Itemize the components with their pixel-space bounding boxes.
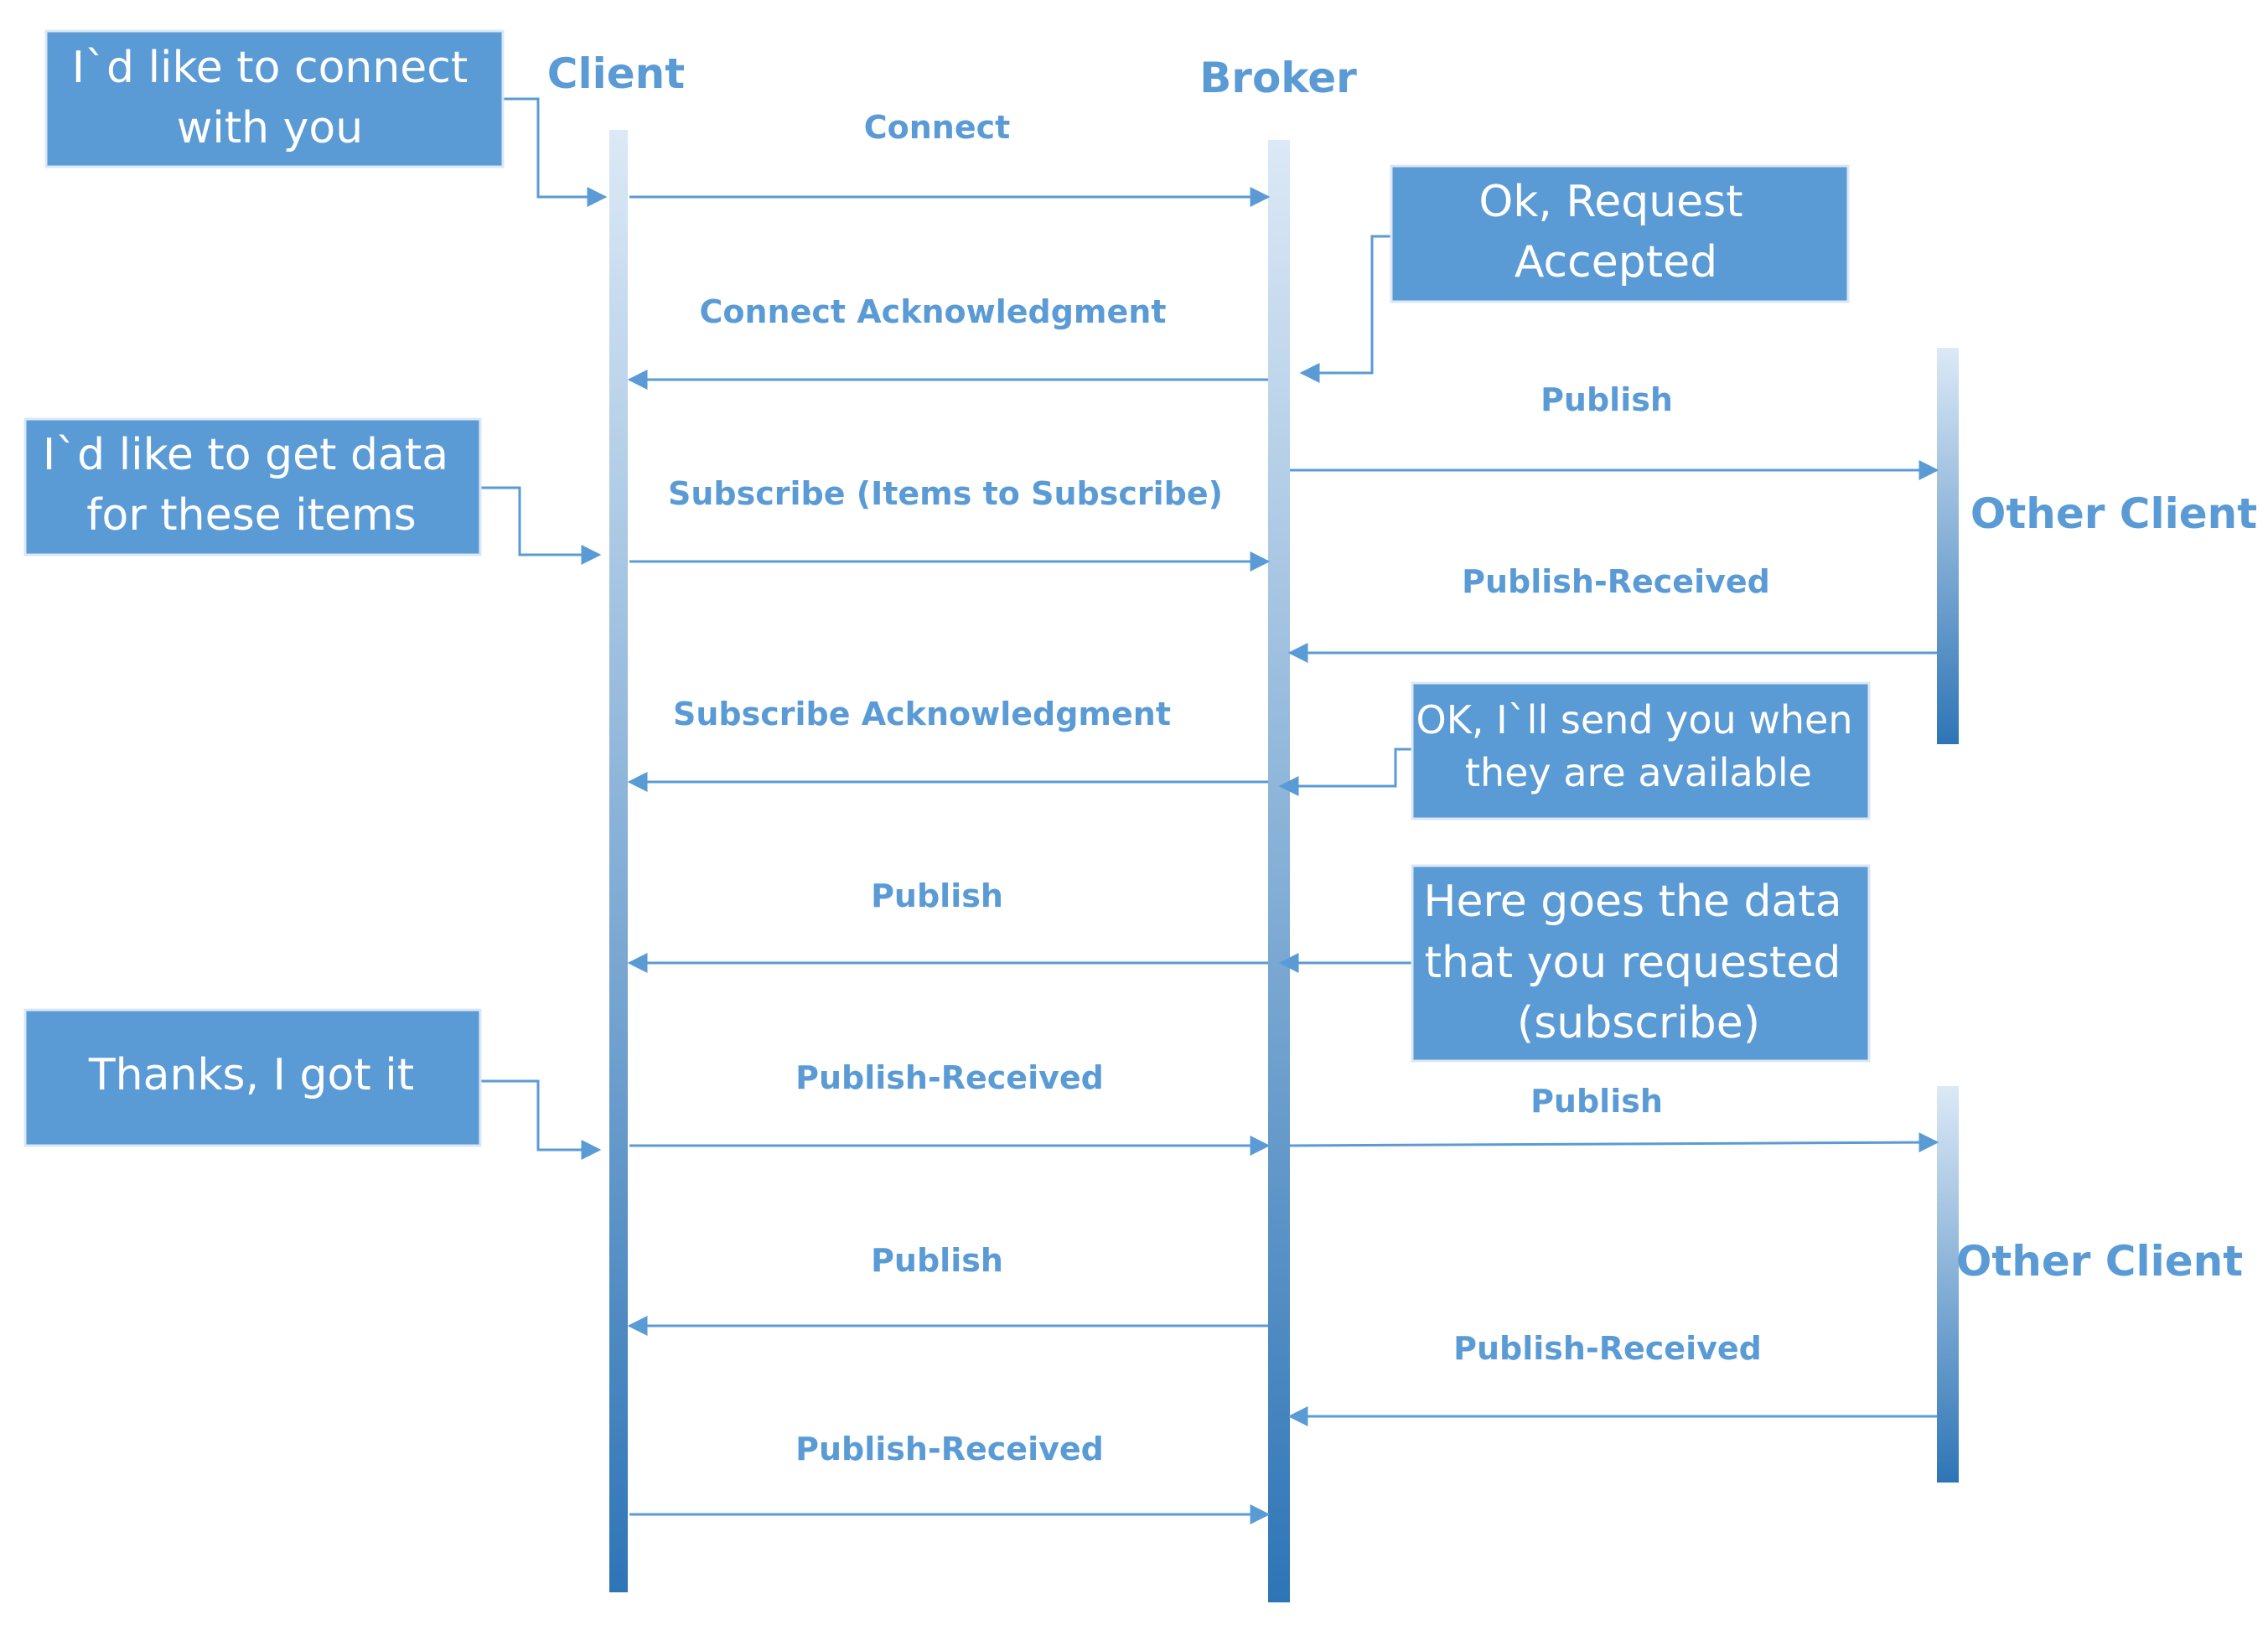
client-label: Client xyxy=(547,49,685,98)
subscribe-request-line-2: for these items xyxy=(86,490,417,541)
lifelines xyxy=(609,130,1959,1602)
other-client-1-lifeline xyxy=(1937,348,1959,744)
data-delivery-note: Here goes the data that you requested (s… xyxy=(1411,864,1871,1063)
send-when-available-connector xyxy=(1278,748,1412,796)
other-client-1-label: Other Client xyxy=(1970,489,2257,538)
publish-to-other-2-arrow xyxy=(1289,1132,1939,1153)
send-when-available-line-1: OK, I`ll send you when xyxy=(1416,697,1853,743)
note-boxes: I`d like to connect with you Ok, Request… xyxy=(23,29,1871,1147)
subscribe-request-connector xyxy=(480,486,602,565)
note-connectors xyxy=(480,97,1412,1160)
broker-label: Broker xyxy=(1199,54,1357,102)
subscribe-ack-label: Subscribe Acknowledgment xyxy=(673,696,1171,732)
message-arrows xyxy=(627,187,1939,1524)
data-delivery-line-1: Here goes the data xyxy=(1423,877,1841,927)
connect-request-note: I`d like to connect with you xyxy=(44,29,505,168)
publish-to-other-2-label: Publish xyxy=(1530,1083,1663,1120)
connect-request-line-1: I`d like to connect xyxy=(72,43,469,93)
thanks-note: Thanks, I got it xyxy=(23,1008,482,1147)
subscribe-label: Subscribe (Items to Subscribe) xyxy=(668,475,1223,512)
thanks-line-1: Thanks, I got it xyxy=(88,1050,414,1100)
client-lifeline xyxy=(609,130,628,1592)
request-accepted-line-2: Accepted xyxy=(1515,237,1717,287)
publish-to-client-1-label: Publish xyxy=(871,877,1003,914)
publish-received-from-other-1-label: Publish-Received xyxy=(1462,563,1770,600)
publish-received-from-client-2-label: Publish-Received xyxy=(795,1431,1104,1467)
subscribe-request-line-1: I`d like to get data xyxy=(43,430,448,480)
send-when-available-line-2: they are available xyxy=(1465,750,1812,795)
request-accepted-note: Ok, Request Accepted xyxy=(1390,164,1850,303)
send-when-available-note: OK, I`ll send you when they are availabl… xyxy=(1411,681,1871,820)
connect-request-connector xyxy=(503,97,608,207)
publish-received-from-client-1-label: Publish-Received xyxy=(795,1059,1104,1096)
publish-to-client-2-label: Publish xyxy=(871,1242,1003,1279)
request-accepted-connector xyxy=(1299,235,1391,383)
connect-request-line-2: with you xyxy=(177,103,363,153)
connect-label: Connect xyxy=(864,109,1011,146)
broker-lifeline xyxy=(1268,140,1290,1602)
subscribe-request-note: I`d like to get data for these items xyxy=(23,417,482,556)
thanks-connector xyxy=(480,1079,602,1160)
actor-labels: Client Broker Other Client Other Client xyxy=(547,49,2257,1286)
message-labels: Connect Connect Acknowledgment Publish S… xyxy=(668,109,1770,1467)
other-client-2-label: Other Client xyxy=(1956,1237,2243,1286)
other-client-2-lifeline xyxy=(1937,1086,1959,1483)
publish-to-other-1-label: Publish xyxy=(1540,381,1673,418)
request-accepted-line-1: Ok, Request xyxy=(1478,177,1742,227)
data-delivery-line-2: that you requested xyxy=(1425,938,1841,988)
connect-ack-label: Connect Acknowledgment xyxy=(699,293,1166,330)
publish-received-from-other-2-label: Publish-Received xyxy=(1453,1330,1762,1367)
data-delivery-line-3: (subscribe) xyxy=(1517,998,1760,1048)
